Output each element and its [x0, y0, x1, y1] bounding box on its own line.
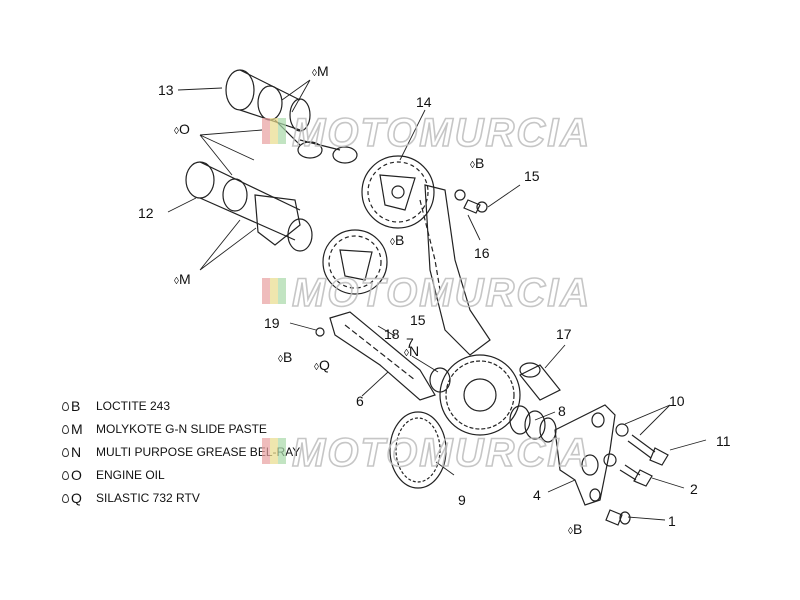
- camshaft-13: [225, 69, 358, 164]
- chain-tensioner-6: [329, 311, 436, 401]
- marker-B-left: ◊B: [278, 349, 292, 365]
- gear-large: [439, 354, 521, 436]
- legend-label: SILASTIC 732 RTV: [96, 490, 200, 505]
- screw-19: [315, 327, 325, 337]
- bolt-11: [615, 423, 669, 466]
- marker-M-top: ◊M: [312, 63, 329, 79]
- callout-11: 11: [716, 433, 731, 449]
- legend-label: MULTI PURPOSE GREASE BEL-RAY: [96, 444, 301, 459]
- legend-key: N: [62, 444, 96, 460]
- callout-15-top: 15: [524, 168, 540, 184]
- callout-17: 17: [556, 326, 572, 342]
- callout-12: 12: [138, 205, 154, 221]
- marker-B-bottom: ◊B: [568, 521, 582, 537]
- callout-19: 19: [264, 315, 280, 331]
- callout-13: 13: [158, 82, 174, 98]
- marker-Q: ◊Q: [314, 357, 330, 373]
- bolt-15: [454, 189, 488, 214]
- legend-label: LOCTITE 243: [96, 398, 171, 413]
- sprocket-lower: [322, 229, 388, 295]
- callout-1: 1: [668, 513, 676, 529]
- gear-9: [389, 411, 447, 489]
- callout-16: 16: [474, 245, 490, 261]
- legend-label: ENGINE OIL: [96, 467, 165, 482]
- marker-B-top: ◊B: [470, 155, 484, 171]
- plate-4: [554, 404, 616, 506]
- bolt-2: [603, 453, 653, 487]
- callout-2: 2: [690, 481, 698, 497]
- callout-7: 7: [406, 335, 414, 351]
- oil-drop-icon: [62, 425, 69, 434]
- legend-key: O: [62, 467, 96, 483]
- marker-M-left: ◊M: [174, 271, 191, 287]
- marker-N: ◊N: [404, 343, 419, 359]
- sleeve-17: [519, 362, 561, 401]
- callout-6: 6: [356, 393, 364, 409]
- legend-label: MOLYKOTE G-N SLIDE PASTE: [96, 421, 267, 436]
- callout-14: 14: [416, 94, 432, 110]
- oil-drop-icon: [62, 402, 69, 411]
- callout-15-mid: 15: [410, 312, 426, 328]
- callout-18: 18: [384, 326, 400, 342]
- camshaft-12: [185, 161, 313, 252]
- callout-4: 4: [533, 487, 541, 503]
- legend-key: Q: [62, 490, 96, 506]
- legend-key: M: [62, 421, 96, 437]
- bolt-1: [605, 509, 631, 526]
- legend-key: B: [62, 398, 96, 414]
- chain-guide: [419, 184, 491, 356]
- oil-drop-icon: [62, 494, 69, 503]
- oil-drop-icon: [62, 448, 69, 457]
- sprocket-upper: [361, 155, 435, 229]
- callout-9: 9: [458, 492, 466, 508]
- marker-B-mid: ◊B: [390, 232, 404, 248]
- marker-O: ◊O: [174, 121, 190, 137]
- callout-10: 10: [669, 393, 685, 409]
- callout-8: 8: [558, 403, 566, 419]
- oil-drop-icon: [62, 471, 69, 480]
